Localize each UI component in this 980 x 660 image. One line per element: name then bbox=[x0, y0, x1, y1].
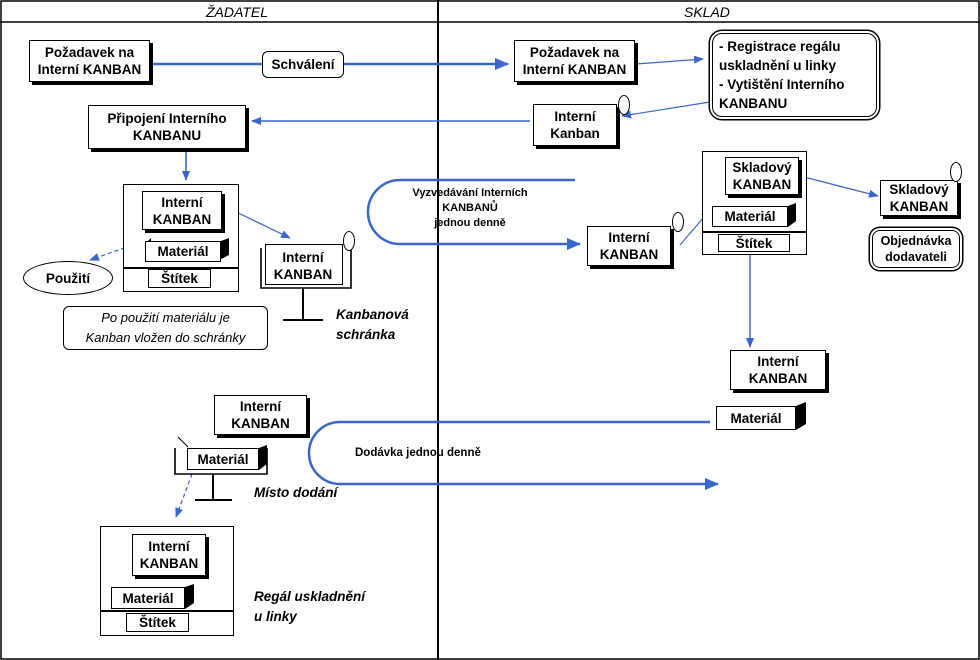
material-label-warehouse: Materiál bbox=[712, 206, 788, 227]
received-tag-circle bbox=[672, 212, 684, 232]
supplier-order-box: Objednávka dodavateli bbox=[872, 230, 960, 268]
usage-note: Po použití materiálu je Kanban vložen do… bbox=[63, 306, 268, 350]
material-cube-delivery-point: Materiál bbox=[187, 445, 269, 471]
lane-header-right: SKLAD bbox=[684, 4, 730, 20]
warehouse-kanban-out: Skladový KANBAN bbox=[880, 180, 958, 216]
delivery-point-label: Místo dodání bbox=[254, 485, 338, 500]
mailbox-card-border bbox=[265, 244, 343, 285]
internal-kanban-received: Interní KANBAN bbox=[587, 226, 671, 266]
material-cube-warehouse: Materiál bbox=[712, 203, 798, 228]
delivery-kanban-card: Interní KANBAN bbox=[214, 395, 307, 435]
attach-kanban-box: Připojení Interního KANBANU bbox=[88, 105, 246, 149]
shelf-divider-regal bbox=[100, 610, 234, 612]
pickup-flow-arrow bbox=[366, 178, 581, 250]
regal-kanban-card: Interní KANBAN bbox=[132, 534, 206, 576]
material-cube-left: Materiál bbox=[145, 238, 231, 262]
stitek-label-left: Štítek bbox=[148, 269, 211, 288]
material-label-regal: Materiál bbox=[111, 587, 185, 609]
stitek-label-regal: Štítek bbox=[126, 613, 189, 632]
kanban-card-left: Interní KANBAN bbox=[142, 191, 222, 230]
shelf-divider-warehouse bbox=[702, 231, 807, 233]
arrow-skladovy-out bbox=[799, 175, 879, 198]
material-label-delivery: Materiál bbox=[716, 406, 796, 430]
delivery-flow-label: Dodávka jednou denně bbox=[355, 447, 481, 459]
lane-header-left: ŽADATEL bbox=[206, 4, 268, 20]
registration-box: - Registrace regálu uskladnění u linky -… bbox=[712, 33, 877, 117]
stitek-label-warehouse: Štítek bbox=[718, 234, 790, 252]
mailbox-kanban-card: Interní KANBAN bbox=[273, 250, 333, 282]
internal-kanban-delivery-card: Interní KANBAN bbox=[730, 350, 826, 390]
material-cube-delivery: Materiál bbox=[716, 402, 808, 430]
warehouse-tag-circle bbox=[950, 162, 962, 182]
delivery-flow-arrow bbox=[307, 420, 719, 490]
usage-ellipse: Použití bbox=[23, 261, 113, 295]
arrow-registration-to-kanban bbox=[621, 101, 711, 119]
mailbox-tag-circle bbox=[343, 231, 355, 251]
request-left-box: Požadavek na Interní KANBAN bbox=[29, 40, 150, 82]
approval-box: Schválení bbox=[262, 51, 344, 78]
arrow-req-to-registration bbox=[635, 55, 704, 65]
request-right-box: Požadavek na Interní KANBAN bbox=[514, 40, 635, 82]
shelf-divider-left bbox=[123, 267, 239, 269]
internal-kanban-box-small: Interní Kanban bbox=[533, 104, 617, 146]
delivery-point-tray bbox=[174, 448, 268, 475]
arrow-to-regal bbox=[175, 473, 193, 518]
material-label-delivery-point: Materiál bbox=[187, 448, 259, 470]
kanban-mailbox bbox=[260, 248, 352, 289]
warehouse-kanban-card: Skladový KANBAN bbox=[725, 157, 799, 195]
card-pointer-2 bbox=[177, 436, 189, 448]
kanban-tag-circle bbox=[618, 95, 630, 115]
material-label-left: Materiál bbox=[145, 241, 221, 262]
regal-label: Regál uskladnění u linky bbox=[254, 589, 366, 624]
kanban-mailbox-label: Kanbanová schránka bbox=[336, 307, 409, 342]
material-cube-regal: Materiál bbox=[111, 584, 197, 609]
pickup-flow-label: Vyzvedávání Interních KANBANŮ jednou den… bbox=[412, 187, 528, 229]
